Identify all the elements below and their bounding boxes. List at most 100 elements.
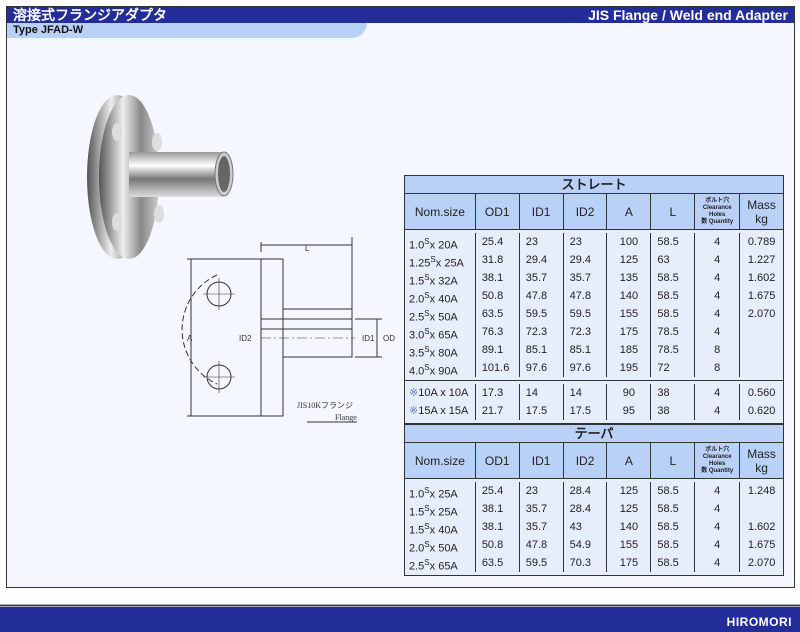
table-cell: 17.5 [525, 405, 548, 417]
product-sheet: 溶接式フランジアダプタ JIS Flange / Weld end Adapte… [6, 6, 795, 588]
col-header-id2: ID2 [564, 443, 608, 478]
table-cell: 38 [657, 387, 670, 399]
table-cell: 89.1 [481, 344, 504, 356]
col-header-a: A [607, 194, 652, 229]
table-cell: 1.602 [747, 521, 776, 533]
table-cell: 28.4 [569, 503, 592, 515]
table-cell: 59.5 [569, 308, 592, 320]
table-cell: 58.5 [657, 539, 679, 551]
table-cell: 72.3 [569, 326, 592, 338]
table-cell: 4 [714, 236, 721, 248]
table-cell: 38.1 [481, 503, 504, 515]
table-cell: 47.8 [525, 290, 548, 302]
table-cell: 29.4 [569, 254, 592, 266]
table-cell: 17.3 [481, 387, 504, 399]
table-cell: 155 [619, 308, 639, 320]
col-header-id1: ID1 [520, 194, 564, 229]
table-cell: 23 [525, 236, 538, 248]
table-cell: 4 [714, 387, 721, 399]
table-cell: 0.789 [747, 236, 776, 248]
flange-label-en: Flange [335, 413, 357, 422]
flange-label-ja: JIS10Kフランジ [297, 401, 353, 410]
table-cell: 38.1 [481, 272, 504, 284]
table-cell: 0.560 [747, 387, 776, 399]
table-cell: 2.070 [747, 308, 776, 320]
table-cell-size: 2.0Sx 50A [409, 540, 458, 555]
table-cell: 78.5 [657, 344, 679, 356]
table-cell: 58.5 [657, 272, 679, 284]
table-cell: 63.5 [481, 557, 504, 569]
type-label: Type JFAD-W [7, 23, 367, 38]
table-cell: 4 [714, 272, 721, 284]
table-cell-size: ※15A x 15A [409, 405, 469, 417]
table-cell: 58.5 [657, 236, 679, 248]
col-header-l: L [651, 194, 696, 229]
table-cell [740, 341, 783, 359]
table-cell: 58.5 [657, 290, 679, 302]
table-cell: 4 [714, 503, 721, 515]
table-cell: 38.1 [481, 521, 504, 533]
table-cell-size: 1.5Sx 32A [409, 273, 458, 288]
table-cell: 54.9 [569, 539, 592, 551]
table-cell: 72.3 [525, 326, 548, 338]
table-cell-size: 1.0Sx 25A [409, 486, 458, 501]
table-cell: 125 [619, 503, 639, 515]
col-header-a: A [607, 443, 652, 478]
col-header-l: L [651, 443, 696, 478]
table-cell: 4 [714, 539, 721, 551]
col-header-od1: OD1 [476, 194, 520, 229]
table-cell: 25.4 [481, 236, 504, 248]
col-header-id2: ID2 [564, 194, 608, 229]
table-cell: 43 [569, 521, 582, 533]
dimension-drawing: L A ID2 ID1 OD JIS10Kフランジ Flange [181, 237, 395, 423]
table-cell: 175 [619, 557, 639, 569]
col-header-od1: OD1 [476, 443, 520, 478]
table-cell: 76.3 [481, 326, 504, 338]
table-cell: 90 [622, 387, 636, 399]
table-cell: 58.5 [657, 503, 679, 515]
table-cell: 175 [619, 326, 639, 338]
table-cell: 17.5 [569, 405, 592, 417]
table-cell: 85.1 [525, 344, 548, 356]
table-cell [740, 359, 783, 377]
table-cell: 135 [619, 272, 639, 284]
table-cell: 185 [619, 344, 639, 356]
table-cell: 35.7 [525, 503, 548, 515]
table-cell: 4 [714, 521, 721, 533]
table-cell: 72 [657, 362, 670, 374]
table-cell: 21.7 [481, 405, 504, 417]
table-cell: 58.5 [657, 308, 679, 320]
table-cell: 4 [714, 405, 721, 417]
table-cell: 4 [714, 254, 721, 266]
table-cell: 140 [619, 290, 639, 302]
footer-bar: HIROMORI [0, 604, 800, 632]
brand-logo: HIROMORI [726, 615, 792, 629]
table-cell: 8 [714, 362, 721, 374]
table-cell: 1.675 [747, 539, 776, 551]
table-cell-size: 2.0Sx 40A [409, 291, 458, 306]
table-cell: 58.5 [657, 557, 679, 569]
table-cell-size: 2.5Sx 65A [409, 558, 458, 573]
table-cell-size: ※10A x 10A [409, 387, 469, 399]
table-cell: 23 [525, 485, 538, 497]
table-cell: 47.8 [569, 290, 592, 302]
table-cell: 35.7 [569, 272, 592, 284]
dim-A: A [187, 334, 193, 343]
col-header-mass: Mass kg [747, 446, 776, 475]
table-cell: 2.070 [747, 557, 776, 569]
table-cell: 100 [619, 236, 639, 248]
table-cell: 58.5 [657, 521, 679, 533]
table-cell: 47.8 [525, 539, 548, 551]
col-header-id1: ID1 [520, 443, 564, 478]
table-cell: 101.6 [481, 362, 510, 374]
table-cell: 50.8 [481, 539, 504, 551]
table-cell: 14 [569, 387, 582, 399]
table-cell: 29.4 [525, 254, 548, 266]
table-cell: 97.6 [525, 362, 548, 374]
table-cell: 70.3 [569, 557, 592, 569]
table-cell-size: 1.25Sx 25A [409, 255, 464, 270]
